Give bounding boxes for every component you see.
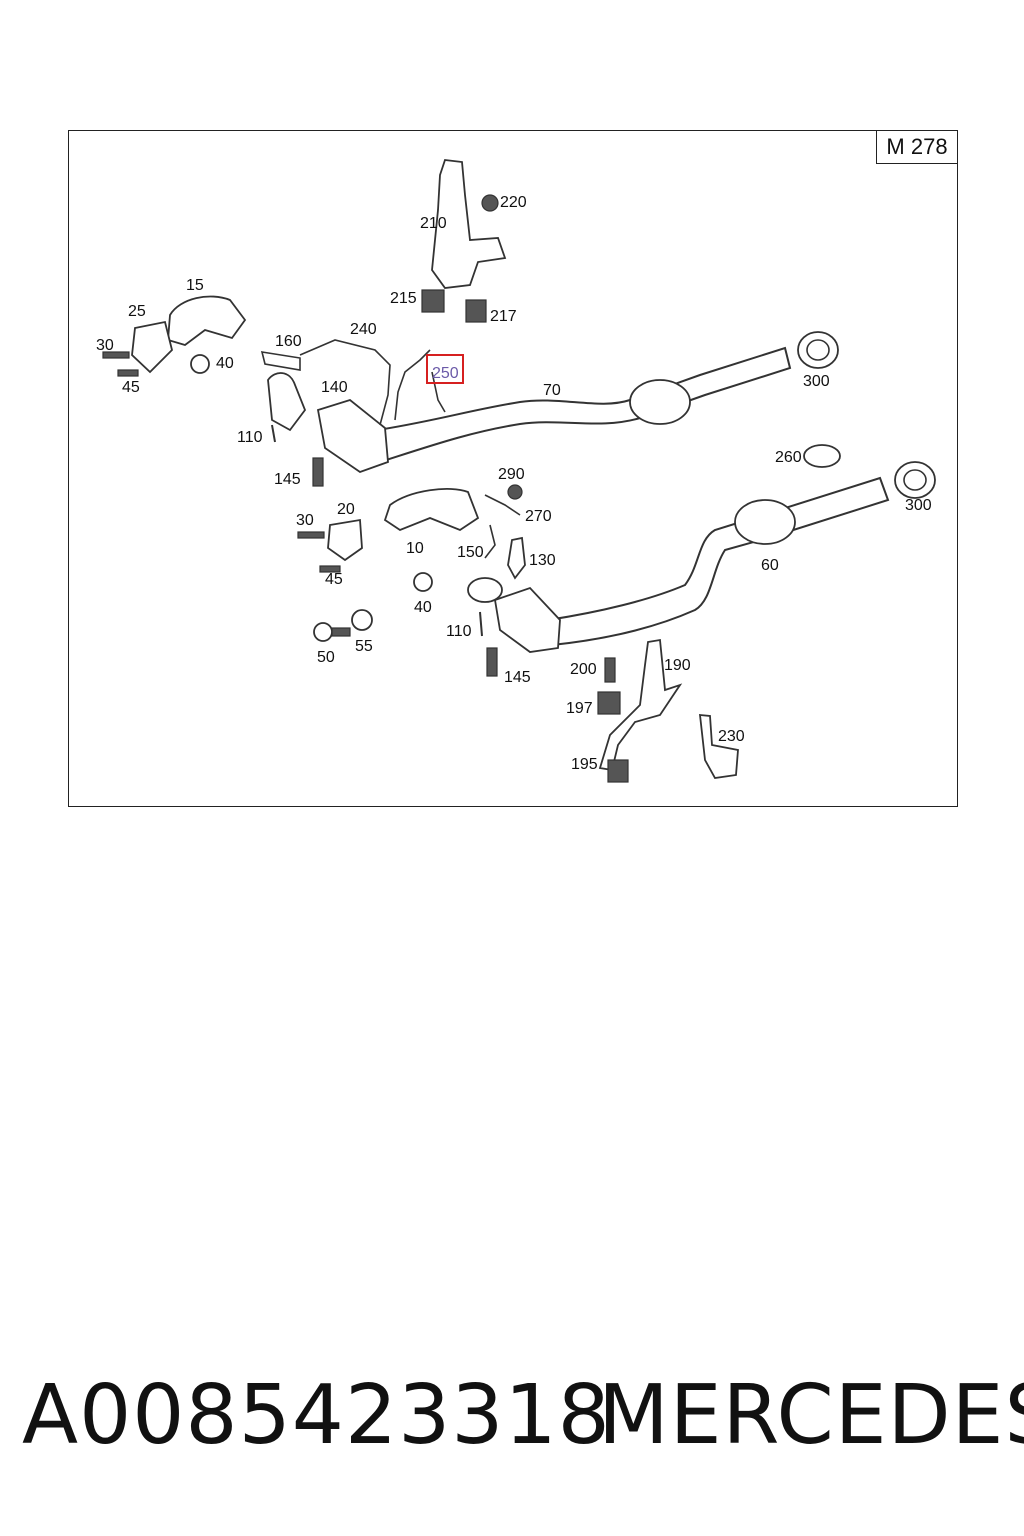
label-40b: 40	[414, 599, 432, 616]
sensor-cable-240	[299, 339, 391, 426]
label-160: 160	[275, 333, 302, 350]
label-130: 130	[529, 552, 556, 569]
label-145b: 145	[504, 669, 531, 686]
sensor-250	[394, 349, 446, 421]
label-217: 217	[490, 308, 517, 325]
label-290: 290	[498, 466, 525, 483]
label-270: 270	[525, 508, 552, 525]
label-250-highlighted: 250	[432, 365, 459, 382]
label-45b: 45	[325, 571, 343, 588]
bracket-270	[484, 494, 521, 516]
clamp-300a-inner	[806, 339, 830, 361]
label-110a: 110	[237, 429, 263, 446]
clamp-300a	[797, 331, 839, 369]
bolt-290	[507, 484, 523, 500]
catalytic-converter-upper	[316, 398, 389, 474]
bracket-160	[260, 351, 301, 371]
catalytic-converter-lower	[493, 586, 561, 653]
label-45a: 45	[122, 379, 140, 396]
clip-197	[597, 691, 621, 715]
label-190: 190	[664, 657, 691, 674]
label-55: 55	[355, 638, 373, 655]
bolt-50-shaft	[331, 627, 351, 637]
label-25: 25	[128, 303, 146, 320]
washer-40a	[190, 354, 210, 374]
label-220: 220	[500, 194, 527, 211]
label-20: 20	[337, 501, 355, 518]
bolt-30b	[297, 531, 325, 539]
highlight-box-250	[426, 354, 464, 384]
label-300a: 300	[803, 373, 830, 390]
washer-40b	[413, 572, 433, 592]
bracket-230	[698, 713, 739, 779]
bolt-110b	[479, 611, 483, 637]
label-70: 70	[543, 382, 561, 399]
label-10: 10	[406, 540, 424, 557]
model-code-badge: M 278	[876, 130, 958, 164]
label-40a: 40	[216, 355, 234, 372]
bracket-210	[431, 159, 507, 289]
bolt-45a	[117, 369, 139, 377]
label-150: 150	[457, 544, 484, 561]
bolt-50	[313, 622, 333, 642]
label-30b: 30	[296, 512, 314, 529]
label-140: 140	[321, 379, 348, 396]
bolt-200	[604, 657, 616, 683]
label-50: 50	[317, 649, 335, 666]
gasket-20	[327, 518, 363, 562]
label-260: 260	[775, 449, 802, 466]
label-195: 195	[571, 756, 598, 773]
catalyst-upper	[629, 379, 691, 425]
grommet-260	[803, 444, 841, 468]
label-215: 215	[390, 290, 417, 307]
label-110b: 110	[446, 623, 472, 640]
gasket-25	[131, 320, 173, 374]
label-200: 200	[570, 661, 597, 678]
clamp-300b-inner	[903, 469, 927, 491]
label-240: 240	[350, 321, 377, 338]
label-15: 15	[186, 277, 204, 294]
catalyst-lower	[734, 499, 796, 545]
nut-55	[351, 609, 373, 631]
bolt-110a	[271, 424, 276, 443]
part-number: A0085423318	[22, 1368, 611, 1463]
bolt-30a	[102, 351, 130, 359]
bolt-145b	[486, 647, 498, 677]
exhaust-pipe-60	[546, 476, 890, 647]
manifold-10	[383, 487, 480, 532]
clip-215	[421, 289, 445, 313]
downpipe-flange-upper	[267, 372, 307, 432]
bolt-145a	[312, 457, 324, 487]
bracket-150	[484, 524, 496, 559]
nut-220	[481, 194, 499, 212]
label-145a: 145	[274, 471, 301, 488]
clip-217	[465, 299, 487, 323]
label-300b: 300	[905, 497, 932, 514]
exhaust-pipe-70	[376, 346, 792, 464]
clamp-300b	[894, 461, 936, 499]
manifold-15	[167, 295, 247, 346]
bolt-45b	[319, 565, 341, 573]
label-230: 230	[718, 728, 745, 745]
label-60: 60	[761, 557, 779, 574]
bracket-190	[598, 638, 683, 772]
clip-195	[607, 759, 629, 783]
downpipe-flange-lower	[467, 577, 503, 603]
brand-name: MERCEDES	[598, 1368, 1024, 1463]
label-210: 210	[420, 215, 447, 232]
label-30a: 30	[96, 337, 114, 354]
diagram-frame	[68, 130, 958, 807]
label-197: 197	[566, 700, 593, 717]
bracket-130	[507, 536, 526, 580]
